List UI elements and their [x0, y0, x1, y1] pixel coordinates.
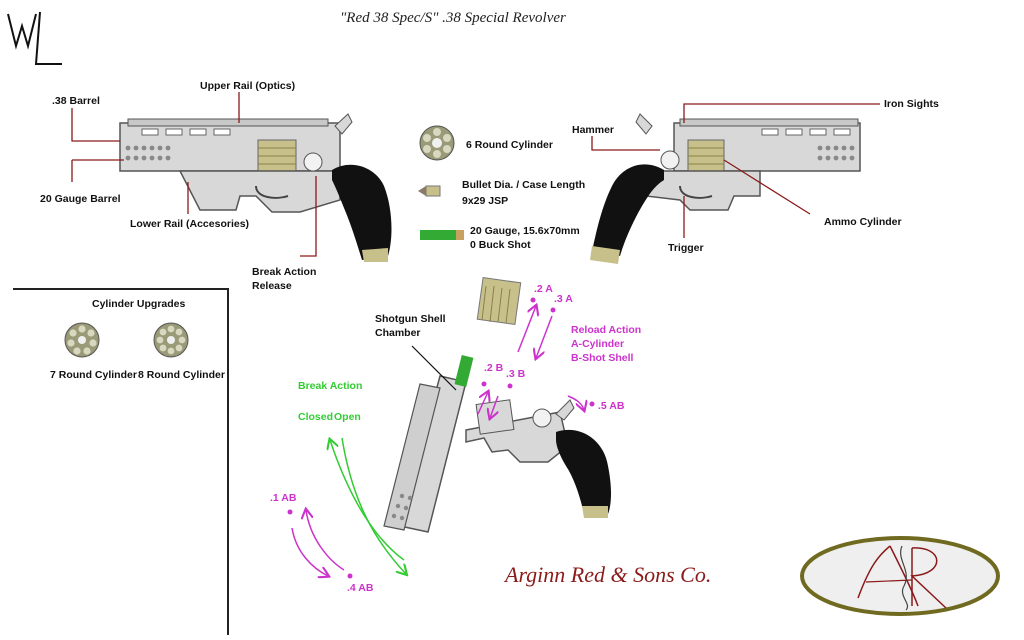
- shotgun-shell-icon: [420, 230, 464, 240]
- label-ammo-cylinder: Ammo Cylinder: [824, 216, 902, 228]
- eight-round-cylinder-icon: [153, 322, 189, 358]
- ejected-cylinder-icon: [476, 276, 522, 326]
- step-3a: .3 A: [554, 293, 573, 305]
- label-iron-sights: Iron Sights: [884, 98, 939, 110]
- label-shotgun-shell-chamber-2: Chamber: [375, 327, 421, 339]
- label-38-barrel: .38 Barrel: [52, 95, 100, 107]
- label-hammer: Hammer: [572, 124, 615, 136]
- revolver-right-view: [590, 113, 861, 264]
- break-action-open: Open: [334, 411, 361, 423]
- break-action-closed: Closed: [298, 411, 334, 423]
- step-1ab: .1 AB: [270, 492, 297, 504]
- artist-signature: [7, 11, 62, 65]
- upgrade-seven-round: 7 Round Cylinder: [50, 369, 137, 381]
- label-20-gauge-barrel: 20 Gauge Barrel: [40, 193, 121, 205]
- legend-shotgun-shell: 20 Gauge, 15.6x70mm: [470, 225, 580, 237]
- reload-arrows: [291, 306, 584, 576]
- step-5ab: .5 AB: [598, 400, 625, 412]
- label-lower-rail: Lower Rail (Accesories): [130, 218, 250, 230]
- upgrade-eight-round: 8 Round Cylinder: [138, 369, 225, 381]
- label-break-action-release-2: Release: [252, 280, 292, 292]
- label-trigger: Trigger: [668, 242, 704, 254]
- label-shotgun-shell-chamber: Shotgun Shell: [375, 313, 446, 325]
- right-leader-lines: [591, 103, 880, 238]
- revolver-left-view: [119, 113, 392, 262]
- seven-round-cylinder-icon: [64, 322, 100, 358]
- company-logo: [800, 536, 1000, 616]
- label-upper-rail: Upper Rail (Optics): [200, 80, 296, 92]
- step-2a: .2 A: [534, 283, 553, 295]
- reload-b-shot-shell: B-Shot Shell: [571, 352, 634, 364]
- legend-buck-shot: 0 Buck Shot: [470, 239, 531, 251]
- six-round-cylinder-icon: [419, 125, 455, 161]
- legend-bullet-size: 9x29 JSP: [462, 195, 509, 207]
- break-action-arrows: [330, 438, 406, 574]
- shell-chamber-leader: [411, 345, 457, 391]
- reload-step-dots: [287, 297, 595, 579]
- cylinder-upgrades-panel: [13, 288, 229, 635]
- revolver-break-open-view: [383, 354, 611, 533]
- left-leader-lines: [71, 92, 317, 257]
- step-2b: .2 B: [484, 362, 504, 374]
- reload-a-cylinder: A-Cylinder: [571, 338, 625, 350]
- diagram-title: "Red 38 Spec/S" .38 Special Revolver: [340, 10, 566, 26]
- bullet-icon: [418, 185, 441, 197]
- break-action-heading: Break Action: [298, 380, 363, 392]
- reload-heading: Reload Action: [571, 324, 642, 336]
- upgrades-heading: Cylinder Upgrades: [92, 298, 186, 310]
- label-break-action-release: Break Action: [252, 266, 317, 278]
- step-3b: .3 B: [506, 368, 526, 380]
- step-4ab: .4 AB: [347, 582, 374, 594]
- legend-bullet: Bullet Dia. / Case Length: [462, 179, 586, 191]
- legend-six-round-cylinder: 6 Round Cylinder: [466, 139, 553, 151]
- company-name: Arginn Red & Sons Co.: [505, 562, 712, 587]
